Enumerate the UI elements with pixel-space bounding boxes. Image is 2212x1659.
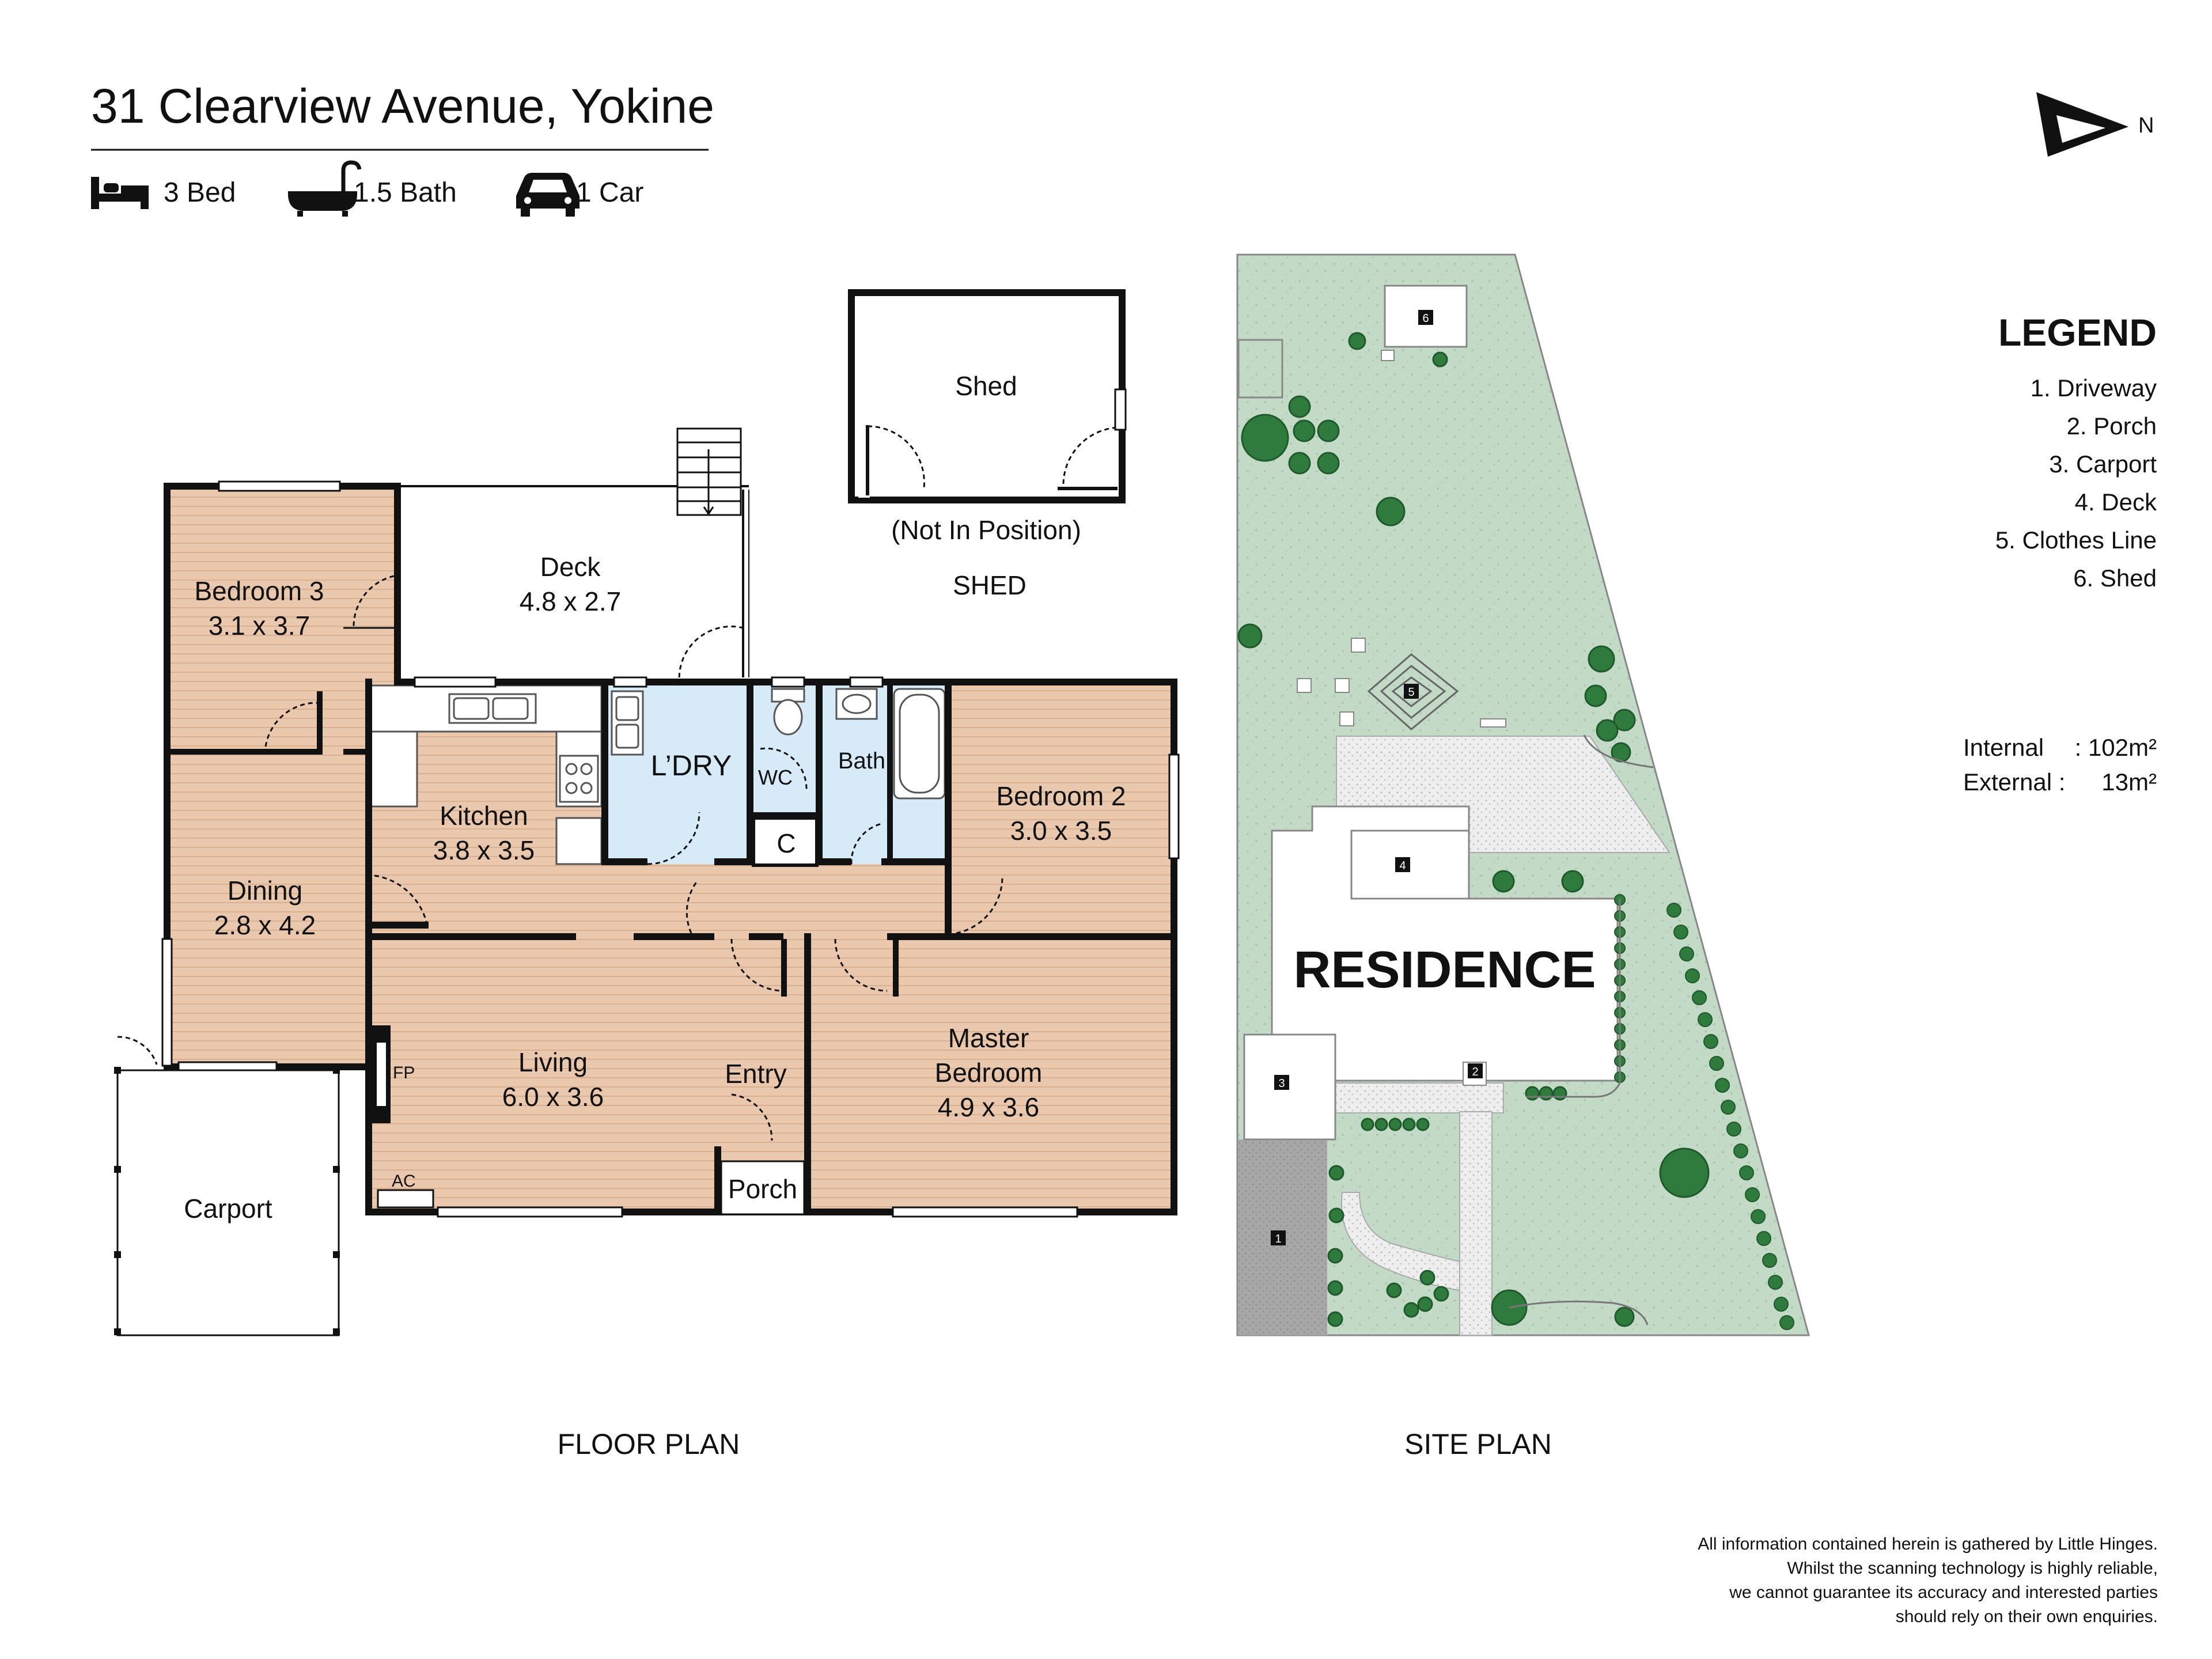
tree-icon-large — [1659, 1147, 1710, 1198]
bedroom3-size: 3.1 x 3.7 — [209, 611, 310, 641]
disclaimer-line: we cannot guarantee its accuracy and int… — [1729, 1583, 2158, 1602]
front-path — [1330, 1082, 1504, 1113]
carport-footprint — [1243, 1033, 1336, 1141]
dining-size: 2.8 x 4.2 — [214, 910, 316, 940]
bedroom2-label: Bedroom 2 — [996, 781, 1126, 811]
area-summary: Internal : 102m² External : 13m² — [1963, 734, 2157, 796]
deck-label: Deck — [540, 552, 601, 582]
master-label-line1: Master — [948, 1023, 1029, 1053]
dining-label: Dining — [228, 876, 302, 906]
deck — [401, 427, 749, 677]
marker-6: 6 — [1422, 312, 1429, 325]
porch-path — [1459, 1111, 1493, 1336]
basin-icon — [835, 688, 878, 720]
shed: Shed (Not In Position) SHED — [848, 289, 1127, 600]
site-markers: 1 2 3 4 5 6 — [1271, 310, 1483, 1245]
disclaimer-line: Whilst the scanning technology is highly… — [1787, 1559, 2158, 1578]
internal-area-label: Internal — [1963, 734, 2044, 761]
fireplace-label: FP — [393, 1063, 415, 1082]
address-title: 31 Clearview Avenue, Yokine — [91, 79, 714, 133]
shed-caption: SHED — [953, 570, 1027, 600]
bedroom3-label: Bedroom 3 — [194, 576, 324, 606]
bedroom2-size: 3.0 x 3.5 — [1010, 816, 1112, 846]
site-plan-caption: SITE PLAN — [1404, 1428, 1552, 1460]
stepping-stones — [1297, 350, 1506, 728]
bed-count: 3 Bed — [164, 177, 236, 208]
kitchen-sink-icon — [448, 693, 537, 724]
room-bedroom2 — [950, 685, 1172, 939]
site-outbuilding — [1237, 339, 1283, 399]
legend: LEGEND 1. Driveway 2. Porch 3. Carport 4… — [1995, 311, 2157, 592]
trees — [1237, 332, 1710, 1327]
deck-size: 4.8 x 2.7 — [520, 586, 621, 616]
toilet-icon — [771, 688, 805, 736]
door-swings — [264, 575, 1003, 1141]
room-bedroom3 — [169, 488, 394, 753]
living-label: Living — [518, 1047, 588, 1077]
floor-plan: FP AC — [114, 289, 1180, 1460]
cupboard — [752, 816, 819, 867]
bathtub-icon — [288, 160, 362, 217]
disclaimer: All information contained herein is gath… — [1409, 1532, 2158, 1629]
legend-item: 2. Porch — [2067, 412, 2157, 440]
aircon-label: AC — [392, 1172, 416, 1191]
legend-item: 6. Shed — [2073, 565, 2157, 592]
aircon-unit — [377, 1189, 434, 1209]
shed-label: Shed — [955, 371, 1017, 401]
shed-note: (Not In Position) — [891, 515, 1081, 545]
room-master — [811, 939, 1172, 1215]
entry-label: Entry — [725, 1059, 786, 1089]
disclaimer-line: should rely on their own enquiries. — [1895, 1607, 2158, 1626]
kitchen-label: Kitchen — [440, 801, 528, 831]
marker-2: 2 — [1472, 1066, 1478, 1078]
clothes-line — [1367, 653, 1459, 730]
tree-icon — [1241, 414, 1289, 462]
laundry-trough-icon — [611, 690, 644, 756]
compass-north-label: N — [2138, 113, 2154, 138]
curved-path — [1340, 1192, 1460, 1291]
site-plan: RESIDENCE — [1236, 253, 1810, 1460]
kitchen-size: 3.8 x 3.5 — [433, 835, 535, 865]
master-label-line2: Bedroom — [935, 1058, 1043, 1088]
header: 31 Clearview Avenue, Yokine 3 Bed 1.5 Ba… — [91, 79, 714, 217]
marker-5: 5 — [1408, 686, 1414, 699]
cooktop-icon — [559, 755, 599, 803]
internal-area-value: : 102m² — [2075, 734, 2157, 761]
legend-item: 3. Carport — [2049, 450, 2157, 478]
disclaimer-line: All information contained herein is gath… — [1698, 1535, 2158, 1554]
windows — [161, 480, 1180, 1218]
bed-icon — [91, 177, 149, 209]
cupboard-label: C — [777, 828, 796, 858]
living-size: 6.0 x 3.6 — [502, 1082, 604, 1112]
legend-item: 1. Driveway — [2031, 374, 2157, 402]
residence-label: RESIDENCE — [1293, 941, 1596, 999]
porch — [720, 1160, 805, 1215]
room-dining — [169, 753, 371, 1065]
bath-label: Bath — [838, 748, 885, 774]
marker-1: 1 — [1275, 1233, 1281, 1245]
hedge-row — [1614, 894, 1794, 1330]
legend-title: LEGEND — [1998, 311, 2157, 354]
wc-label: WC — [758, 766, 793, 789]
external-area-value: 13m² — [2101, 768, 2157, 796]
legend-item: 5. Clothes Line — [1995, 527, 2157, 554]
laundry-label: L’DRY — [651, 749, 732, 782]
floor-plan-caption: FLOOR PLAN — [558, 1428, 740, 1460]
marker-4: 4 — [1399, 859, 1406, 872]
car-icon — [516, 173, 579, 217]
porch-label: Porch — [728, 1174, 797, 1204]
deck-stairs — [676, 427, 742, 516]
marker-3: 3 — [1278, 1077, 1285, 1090]
bath-count: 1.5 Bath — [354, 177, 457, 208]
carport-label: Carport — [184, 1194, 272, 1224]
bathtub-fixture-icon — [893, 688, 946, 800]
legend-item: 4. Deck — [2075, 488, 2157, 516]
compass: N — [2036, 92, 2154, 157]
car-count: 1 Car — [576, 177, 643, 208]
garden-bed-edges — [1509, 734, 1654, 1325]
external-area-label: External : — [1963, 768, 2065, 796]
carport — [114, 1036, 340, 1336]
master-size: 4.9 x 3.6 — [938, 1092, 1039, 1122]
